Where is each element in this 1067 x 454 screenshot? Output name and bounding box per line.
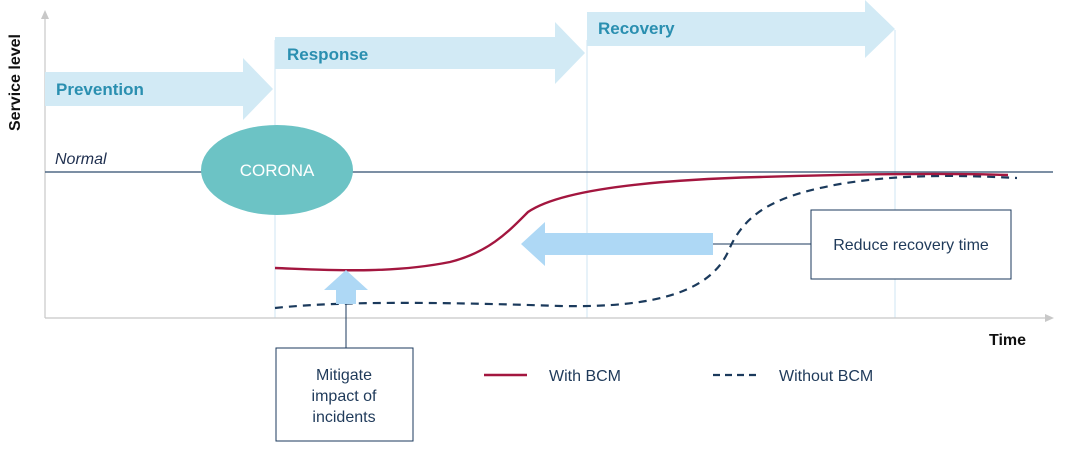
y-axis-label: Service level <box>7 34 24 131</box>
phase-arrow-recovery <box>587 0 895 58</box>
reduce-recovery-arrow <box>521 222 713 266</box>
phase-label-recovery: Recovery <box>598 19 675 38</box>
legend-without-bcm-label: Without BCM <box>779 368 873 385</box>
mitigate-callout-box <box>275 347 414 442</box>
mitigate-arrow <box>324 270 368 304</box>
without-bcm-curve <box>274 174 1018 310</box>
event-label: CORONA <box>240 161 315 180</box>
with-bcm-curve <box>274 172 1009 272</box>
mitigate-callout-line-3: incidents <box>312 409 375 426</box>
mitigate-callout-line-1: Mitigate <box>316 367 372 384</box>
phase-label-prevention: Prevention <box>56 80 144 99</box>
x-axis-label: Time <box>989 332 1026 349</box>
reduce-callout-text: Reduce recovery time <box>833 237 989 254</box>
mitigate-callout-line-2: impact of <box>312 388 377 405</box>
x-axis-arrowhead <box>1045 314 1054 322</box>
phase-label-response: Response <box>287 45 368 64</box>
reduce-callout-box <box>810 209 1012 280</box>
normal-label: Normal <box>55 151 107 168</box>
event-ellipse <box>201 125 353 215</box>
phase-arrow-prevention <box>45 58 273 120</box>
legend-with-bcm-label: With BCM <box>549 368 621 385</box>
phase-arrow-response <box>275 22 585 84</box>
y-axis-arrowhead <box>41 10 49 19</box>
